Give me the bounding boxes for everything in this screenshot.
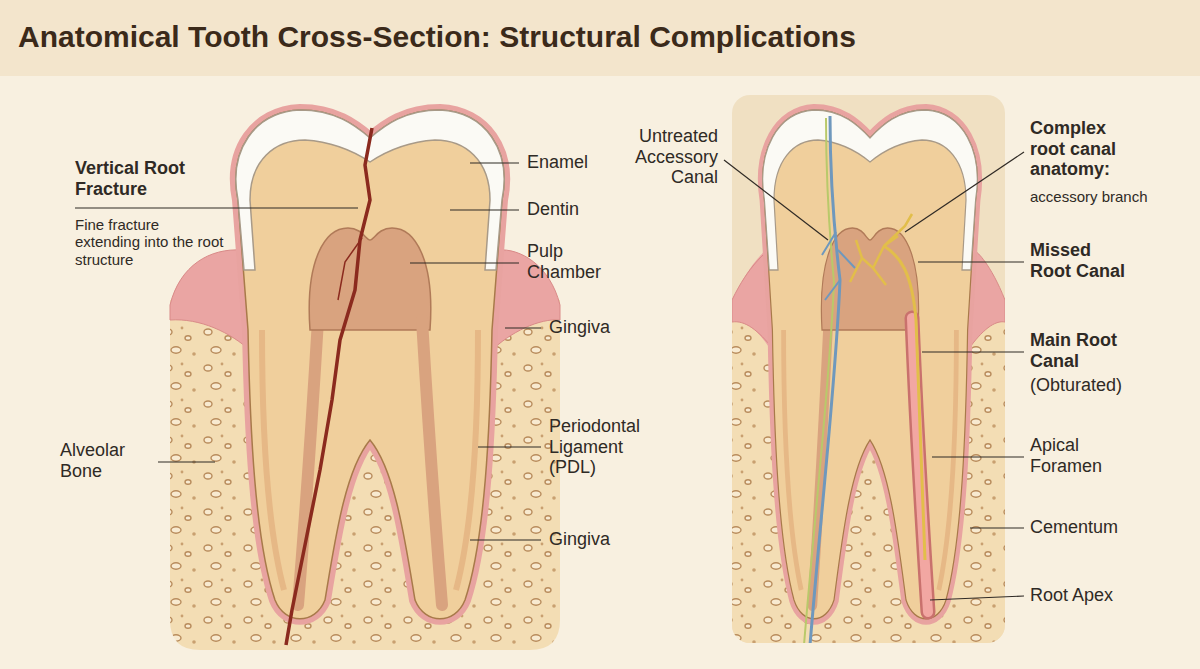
part-label: Root Apex [1030, 585, 1180, 606]
part-label: Cementum [1030, 517, 1180, 538]
part-label: Vertical Root Fracture [75, 158, 215, 199]
part-label: Main Root Canal [1030, 330, 1134, 371]
part-label: Pulp Chamber [527, 241, 619, 282]
part-label: Complex root canal anatomy: [1030, 118, 1136, 180]
part-label: Untreated Accessory Canal [598, 126, 718, 188]
part-label: Missed Root Canal [1030, 240, 1134, 281]
part-label: accessory branch [1030, 188, 1190, 205]
part-label: Gingiva [549, 529, 659, 550]
part-label: Enamel [527, 152, 647, 173]
diagram-title: Anatomical Tooth Cross-Section: Structur… [18, 20, 856, 55]
part-label: Gingiva [549, 317, 659, 338]
part-label: Apical Foramen [1030, 435, 1134, 476]
part-label: Dentin [527, 199, 647, 220]
part-label: (Obturated) [1030, 375, 1180, 396]
part-label: Alveolar Bone [60, 440, 152, 481]
part-label: Periodontal Ligament (PDL) [549, 416, 659, 478]
part-label: Fine fracture extending into the root st… [75, 216, 225, 268]
